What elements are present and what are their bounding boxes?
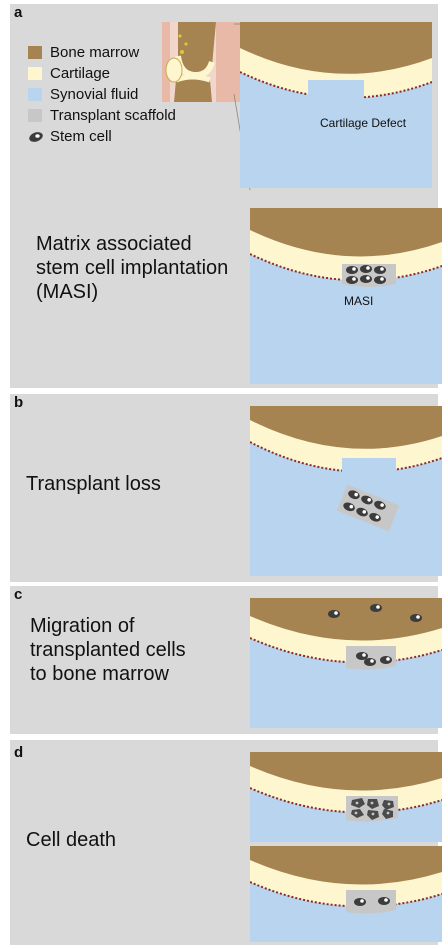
synovial-fluid-swatch	[28, 88, 42, 101]
legend-transplant-scaffold: Transplant scaffold	[28, 107, 176, 124]
bone-marrow-swatch	[28, 46, 42, 59]
panel-letter-d: d	[14, 744, 24, 761]
transplant-loss-illustration	[250, 406, 442, 576]
cell-death-scene-bottom	[250, 846, 442, 942]
migration-line-1: Migration of	[30, 615, 135, 637]
legend-bone-marrow: Bone marrow	[28, 44, 139, 61]
cartilage-defect-label: Cartilage Defect	[320, 116, 407, 130]
cell-death-scene-top	[250, 752, 442, 842]
masi-illustration	[250, 208, 442, 384]
cartilage-defect-illustration	[240, 22, 432, 188]
transplant-scaffold-swatch	[28, 109, 42, 122]
migration-scene	[250, 598, 442, 728]
cartilage-swatch	[28, 67, 42, 80]
legend-synovial-fluid: Synovial fluid	[28, 86, 138, 103]
panel-b: b Transplant loss	[10, 394, 442, 582]
legend-label-stem-cell: Stem cell	[50, 128, 112, 145]
stem-cell-icon	[29, 132, 43, 142]
legend-label-transplant-scaffold: Transplant scaffold	[50, 107, 176, 124]
cartilage-defect-scene: Cartilage Defect	[240, 22, 432, 188]
masi-scene: MASI	[250, 208, 442, 384]
panel-letter-c: c	[14, 586, 23, 603]
migration-illustration	[250, 598, 442, 728]
masi-description-line-3: (MASI)	[36, 281, 99, 303]
panel-d: d Cell death	[10, 740, 442, 945]
masi-description: Matrix associated stem cell implantation…	[36, 232, 228, 304]
legend-cartilage: Cartilage	[28, 65, 110, 82]
legend-label-cartilage: Cartilage	[50, 65, 111, 82]
legend-label-bone-marrow: Bone marrow	[50, 44, 140, 61]
legend-label-synovial-fluid: Synovial fluid	[50, 86, 139, 103]
cell-death-text: Cell death	[26, 828, 116, 852]
masi-label: MASI	[344, 294, 374, 308]
cell-death-illustration-bottom	[250, 846, 442, 942]
panel-a: a Bone marrow Cartilage Synovial fluid T…	[10, 4, 442, 388]
transplant-loss-text: Transplant loss	[26, 472, 161, 496]
migration-line-3: to bone marrow	[30, 663, 169, 685]
masi-description-line-2: stem cell implantation	[36, 257, 229, 279]
cell-death-line-1: Cell death	[26, 829, 117, 851]
legend-stem-cell: Stem cell	[28, 128, 112, 145]
masi-description-line-1: Matrix associated	[36, 233, 192, 255]
panel-letter-b: b	[14, 394, 24, 411]
panel-c: c Migration of transplanted cells to bon…	[10, 586, 442, 734]
transplant-loss-line-1: Transplant loss	[26, 473, 161, 495]
panel-letter-a: a	[14, 4, 23, 21]
migration-line-2: transplanted cells	[30, 639, 186, 661]
knee-joint-icon	[162, 22, 240, 102]
migration-text: Migration of transplanted cells to bone …	[30, 614, 186, 686]
cell-death-illustration-top	[250, 752, 442, 842]
transplant-loss-scene	[250, 406, 442, 576]
